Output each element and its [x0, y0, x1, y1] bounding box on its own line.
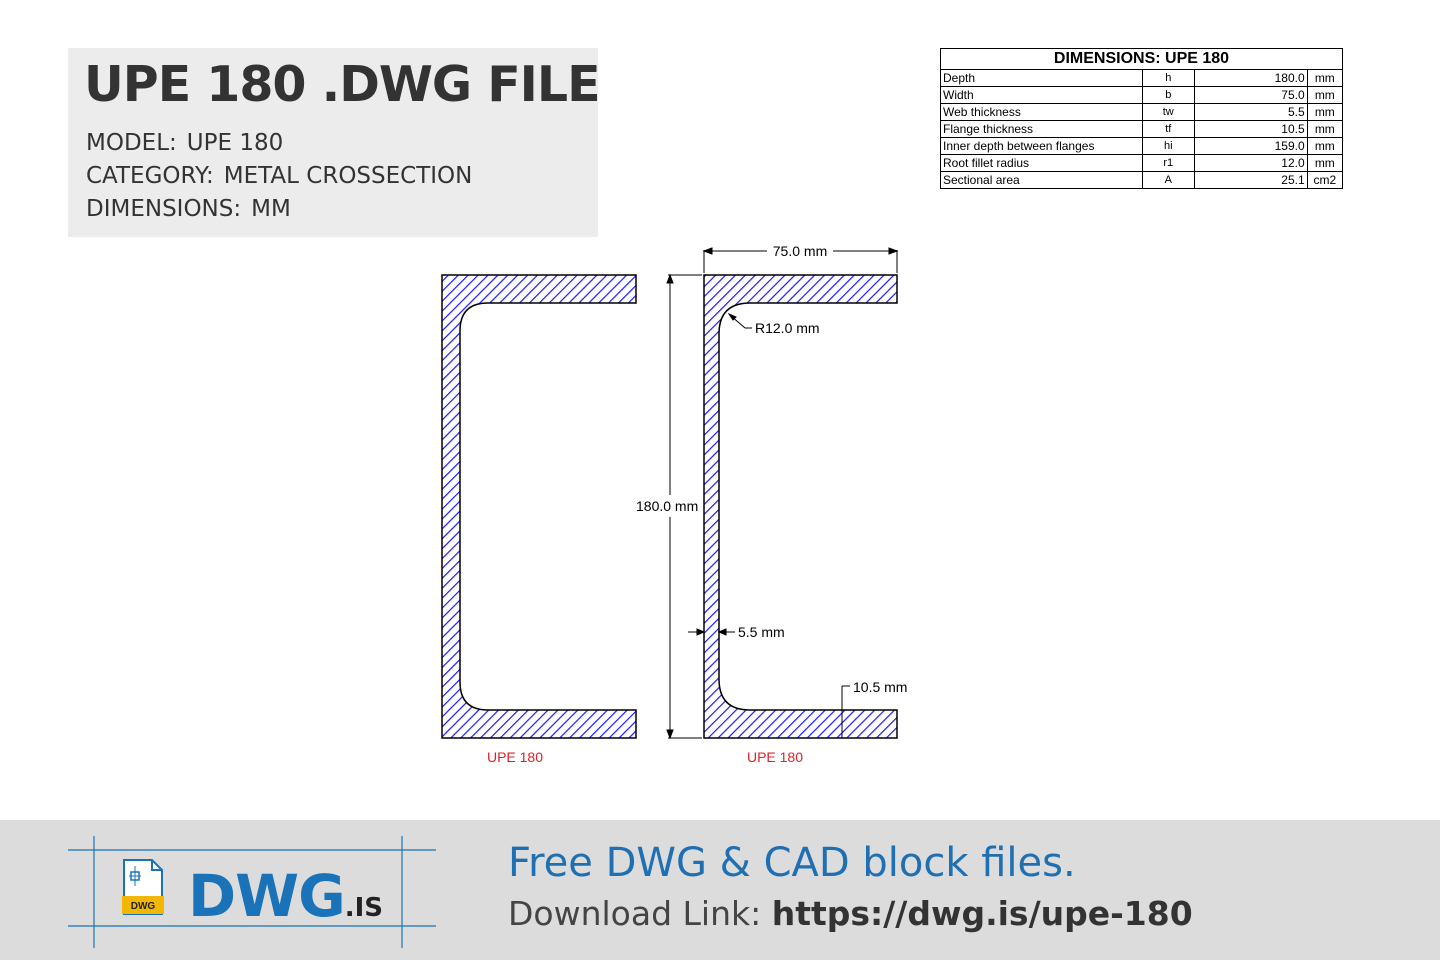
model-line: MODEL: UPE 180: [86, 130, 283, 156]
category-line: CATEGORY: METAL CROSSECTION: [86, 163, 472, 189]
page-title: UPE 180 .DWG FILE: [84, 56, 601, 113]
dimension-unit: mm: [1306, 69, 1344, 87]
dimension-unit: mm: [1306, 120, 1344, 138]
web-thickness-dimension: [688, 628, 735, 636]
category-label: CATEGORY:: [86, 163, 214, 189]
dimension-value: 25.1: [1193, 171, 1308, 189]
height-label: 180.0 mm: [636, 498, 698, 514]
logo-suffix: .IS: [344, 893, 384, 923]
web-thickness-label: 5.5 mm: [738, 624, 785, 640]
model-value: UPE 180: [186, 130, 284, 156]
logo-main: DWG: [188, 862, 346, 930]
width-label: 75.0 mm: [773, 243, 827, 259]
right-caption: UPE 180: [747, 749, 803, 765]
left-caption: UPE 180: [487, 749, 543, 765]
dimension-name: Flange thickness: [940, 120, 1143, 138]
title-card: UPE 180 .DWG FILE MODEL: UPE 180 CATEGORY…: [68, 48, 601, 237]
dimensions-label: DIMENSIONS:: [86, 196, 242, 222]
flange-thickness-dimension: [841, 685, 850, 738]
dimension-name: Root fillet radius: [940, 154, 1143, 172]
dimension-unit: cm2: [1306, 171, 1344, 189]
width-dimension: [702, 247, 899, 273]
tagline: Free DWG & CAD block files.: [508, 840, 1076, 886]
model-label: MODEL:: [86, 130, 177, 156]
radius-leader: [727, 312, 752, 329]
download-line: Download Link: https://dwg.is/upe-180: [508, 894, 1193, 933]
download-link[interactable]: https://dwg.is/upe-180: [771, 894, 1193, 933]
dimensions-line: DIMENSIONS: MM: [86, 196, 291, 222]
channel-section-drawing: 75.0 mm R12.0 mm 180.0 mm 5.5 mm 10.5 mm…: [441, 243, 907, 765]
flange-thickness-label: 10.5 mm: [853, 679, 907, 695]
file-badge-label: DWG: [131, 901, 156, 912]
logo-wordmark: DWG.IS: [188, 866, 383, 938]
dimension-name: Sectional area: [940, 171, 1143, 189]
dwg-is-logo[interactable]: DWG DWG.IS: [68, 836, 436, 948]
dimensions-value: MM: [251, 196, 291, 222]
height-dimension: [666, 273, 702, 740]
download-label: Download Link:: [508, 894, 762, 933]
logo-frame: DWG: [68, 836, 436, 948]
footer-banner: DWG DWG.IS Free DWG & CAD block files. D…: [0, 820, 1440, 960]
file-icon: [122, 859, 164, 915]
radius-label: R12.0 mm: [755, 320, 820, 336]
left-channel-profile: [441, 274, 637, 739]
category-value: METAL CROSSECTION: [223, 163, 473, 189]
dimension-unit: mm: [1306, 137, 1344, 155]
dimension-value: 10.5: [1193, 120, 1308, 138]
dimension-name: Inner depth between flanges: [940, 137, 1143, 155]
dimension-unit: mm: [1306, 154, 1344, 172]
right-channel-profile: [703, 274, 898, 739]
